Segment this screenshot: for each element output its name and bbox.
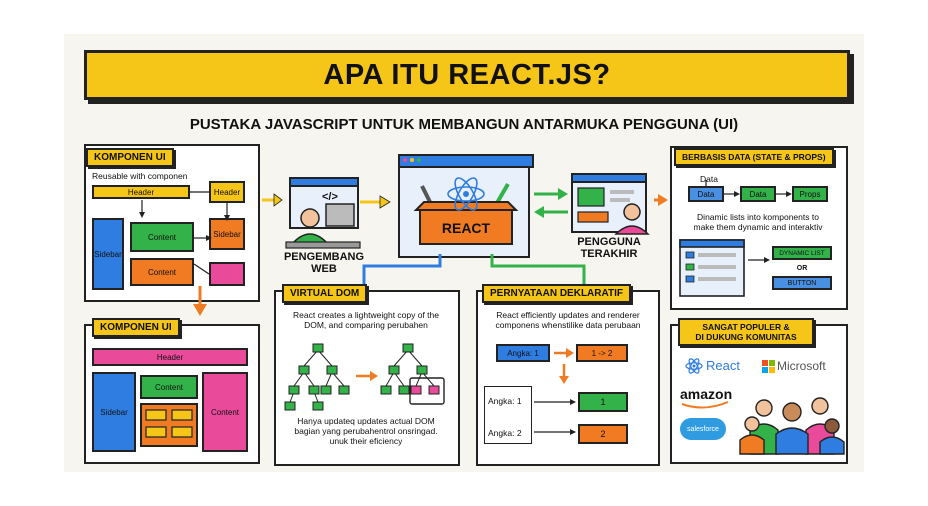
angka-1b-label: Angka: 1 (488, 396, 522, 406)
salesforce-brand: salesforce (687, 425, 719, 433)
grid-icon (145, 409, 193, 438)
popular-tag: SANGAT POPULER & DI DUKUNG KOMUNITAS (678, 318, 814, 346)
angka-2-label: Angka: 2 (488, 428, 522, 438)
declarative-tag: PERNYATAAN DEKLARATIF (482, 284, 631, 303)
props-box: Props (792, 186, 828, 202)
page-title: APA ITU REACT.JS? (323, 58, 611, 91)
virtual-dom-foot-1: Hanya updateq updates actual DOM (297, 416, 435, 426)
komponen-connectors (139, 191, 230, 275)
value-2-box: 2 (578, 424, 628, 444)
end-user-illustration (571, 173, 650, 235)
amazon-brand: amazon (680, 386, 733, 402)
developer-label-1: PENGEMBANG (283, 251, 365, 263)
react-brand: React (706, 358, 740, 373)
page-subtitle: PUSTAKA JAVASCRIPT UNTUK MEMBANGUN ANTAR… (189, 116, 739, 133)
content-mid: Content (140, 375, 198, 399)
amazon-smile-icon (681, 401, 729, 409)
list-illustration (679, 239, 770, 297)
salesforce-cloud-icon: salesforce (680, 418, 726, 440)
data-desc-2: make them dynamic and interaktiv (693, 222, 823, 232)
pink-component (209, 262, 245, 286)
button-box[interactable]: BUTTON (772, 276, 832, 290)
angka-1-box: Angka: 1 (496, 344, 550, 362)
react-toolbox (403, 158, 519, 245)
developer-illustration (285, 177, 361, 249)
data-panel-tag: BERBASIS DATA (STATE & PROPS) (674, 148, 834, 166)
content-component-1: Content (130, 222, 194, 252)
virtual-dom-foot-3: unuk their eficiency (329, 436, 403, 446)
end-user-label-1: PENGGUNA (577, 236, 641, 248)
developer-label-2: WEB (311, 263, 337, 275)
content-right: Content (202, 372, 248, 452)
react-window-titlebar (398, 154, 534, 168)
data-arrows (705, 180, 792, 197)
code-icon: </> (322, 191, 338, 203)
content-mid-orange (140, 403, 198, 447)
komponen-note: Reusable with componen (92, 171, 188, 181)
data-box-2: Data (740, 186, 776, 202)
arrow-down-orange (193, 286, 207, 316)
dynamic-list-box: DYNAMIC LIST (772, 246, 832, 260)
virtual-dom-desc-1: React creates a lightweight copy of the (293, 310, 439, 320)
end-user-label-2: TERAKHIR (580, 248, 638, 260)
data-desc-1: Dinamic lists into komponents to (697, 212, 819, 222)
komponen-ui-tag-top: KOMPONEN UI (86, 148, 174, 167)
virtual-dom-desc-2: DOM, and comparing perubahen (304, 320, 428, 330)
sidebar-component: Sidebar (92, 218, 124, 290)
declarative-desc-2: componens whenstilike data perubaan (495, 320, 641, 330)
dom-trees (284, 343, 445, 411)
react-label: REACT (441, 220, 491, 236)
flow-arrows (262, 188, 668, 218)
header-component-2: Header (209, 181, 245, 203)
header-bar: Header (92, 348, 248, 366)
community-people-icon (739, 397, 845, 455)
header-component: Header (92, 185, 190, 199)
microsoft-logo-icon (762, 360, 775, 373)
popular-tag-line-2: DI DUKUNG KOMUNITAS (695, 332, 797, 342)
virtual-dom-tag: VIRTUAL DOM (282, 284, 368, 303)
data-top-label: Data (700, 174, 718, 184)
or-label: OR (796, 265, 808, 272)
komponen-ui-tag-bottom: KOMPONEN UI (92, 318, 180, 337)
value-1-box: 1 (578, 392, 628, 412)
microsoft-brand: Microsoft (777, 359, 826, 373)
virtual-dom-foot-2: bagian yang perubahentrol onsringad. (294, 426, 438, 436)
sidebar-bar: Sidebar (92, 372, 136, 452)
data-box-1: Data (688, 186, 724, 202)
popular-tag-line-1: SANGAT POPULER & (702, 322, 790, 332)
content-component-2: Content (130, 258, 194, 286)
infographic-canvas: APA ITU REACT.JS? PUSTAKA JAVASCRIPT UNT… (64, 34, 864, 472)
react-logo-icon (685, 358, 703, 374)
declarative-arrows (534, 348, 576, 435)
react-connectors (362, 254, 586, 286)
title-banner: APA ITU REACT.JS? (84, 50, 850, 100)
declarative-desc-1: React efficiently updates and renderer (496, 310, 640, 320)
angka-panel (484, 386, 532, 444)
transition-box: 1 -> 2 (576, 344, 628, 362)
